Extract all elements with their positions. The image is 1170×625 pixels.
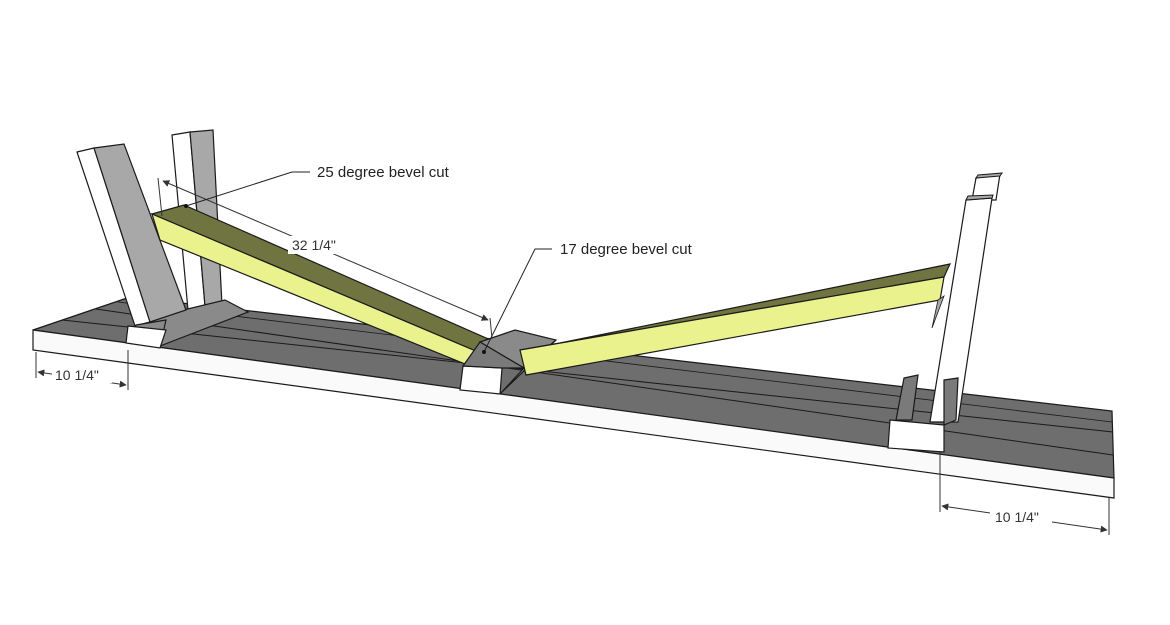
right-brace-face <box>519 276 945 376</box>
left-offset-label: 10 1/4" <box>55 367 99 383</box>
bevel-25-leader <box>184 171 310 208</box>
bench-top <box>32 296 1115 499</box>
left-front-block <box>125 319 167 349</box>
brace-length-dimension <box>157 177 493 339</box>
brace-length-label: 32 1/4" <box>292 237 336 253</box>
bevel-17-callout: 17 degree bevel cut <box>560 241 693 258</box>
left-offset-dimension <box>35 350 129 390</box>
bench-top-front-edge <box>32 329 1115 499</box>
right-offset-dimension <box>939 452 1110 535</box>
right-offset-label: 10 1/4" <box>995 509 1039 525</box>
bevel-25-callout: 25 degree bevel cut <box>317 164 450 181</box>
right-rear-leg <box>971 172 1003 201</box>
right-front-leg <box>929 194 994 423</box>
right-diagonal-brace <box>519 263 952 376</box>
right-support-block <box>887 374 959 453</box>
bevel-17-leader <box>482 248 552 354</box>
